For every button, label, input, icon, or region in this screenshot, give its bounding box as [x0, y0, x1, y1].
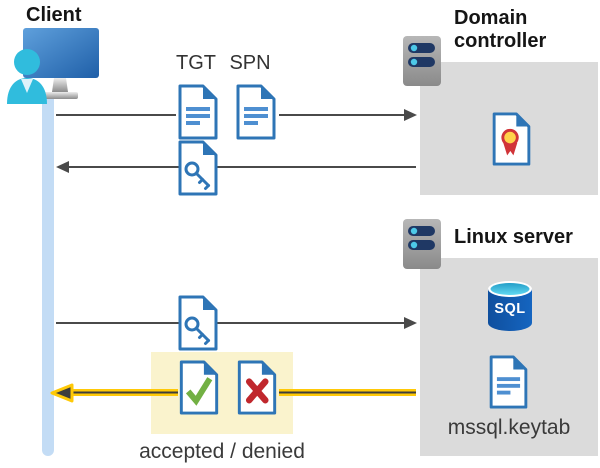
spn-label: SPN: [229, 52, 271, 74]
sql-database-icon: SQL: [487, 280, 533, 332]
request-arrowhead-icon: [404, 109, 417, 121]
result-arrow-line-left: [70, 389, 178, 396]
spn-document-icon: [236, 84, 276, 140]
client-timeline-bar: [42, 94, 54, 456]
domain-controller-label: Domain controller: [454, 7, 547, 52]
request-arrow-line-right: [279, 114, 404, 116]
linux-server-icon: [403, 219, 441, 269]
sql-badge-label: SQL: [494, 301, 526, 317]
tgt-response-arrow-line: [68, 166, 416, 168]
result-arrow-line-right: [279, 389, 416, 396]
ticket-arrow-line: [56, 322, 404, 324]
client-label: Client: [26, 4, 82, 26]
linux-server-label: Linux server: [454, 226, 573, 248]
result-label: accepted / denied: [139, 440, 305, 463]
tgt-response-arrowhead-icon: [56, 161, 69, 173]
keytab-file-label: mssql.keytab: [447, 416, 571, 439]
tgt-document-icon: [178, 84, 218, 140]
key-ticket-document-icon-2: [178, 295, 218, 351]
result-arrowhead-icon: [50, 383, 74, 403]
accepted-document-icon: [179, 360, 219, 415]
ticket-arrowhead-icon: [404, 317, 417, 329]
sql-database-cylinder: [488, 281, 532, 331]
key-ticket-document-icon: [178, 140, 218, 196]
certificate-document-icon: [492, 112, 531, 166]
denied-document-icon: [237, 360, 277, 415]
domain-controller-server-icon: [403, 36, 441, 86]
request-arrow-line-left: [56, 114, 176, 116]
tgt-label: TGT: [176, 52, 216, 74]
keytab-document-icon: [489, 355, 528, 409]
client-computer-icon: [7, 28, 99, 104]
